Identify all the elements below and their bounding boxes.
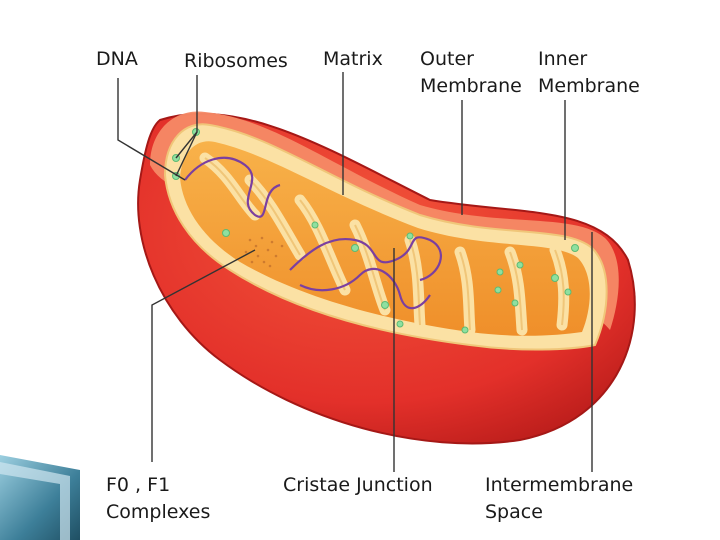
label-f0-f1-complexes: F0 , F1 Complexes (106, 472, 210, 526)
label-outer-membrane-line2: Membrane (420, 75, 522, 97)
label-outer-membrane-line1: Outer (420, 48, 474, 70)
label-cristae-junction: Cristae Junction (283, 474, 433, 496)
leader-lines (117, 72, 593, 472)
label-f0-f1-line2: Complexes (106, 501, 211, 523)
f0-f1-complex-speckles (244, 236, 284, 268)
label-dna: DNA (96, 48, 138, 70)
dna-strand-icon (184, 156, 442, 310)
label-intermembrane-space: Intermembrane Space (485, 472, 633, 526)
label-inner-membrane-line1: Inner (538, 48, 588, 70)
matrix-region (180, 141, 590, 336)
label-outer-membrane: Outer Membrane (420, 46, 522, 100)
label-inner-membrane: Inner Membrane (538, 46, 640, 100)
label-intermembrane-line1: Intermembrane (485, 474, 634, 496)
label-intermembrane-line2: Space (485, 501, 543, 523)
label-matrix: Matrix (323, 48, 383, 70)
corner-accent-stripe (0, 462, 70, 540)
label-inner-membrane-line2: Membrane (538, 75, 640, 97)
label-ribosomes: Ribosomes (184, 50, 288, 72)
label-f0-f1-line1: F0 , F1 (106, 474, 171, 496)
